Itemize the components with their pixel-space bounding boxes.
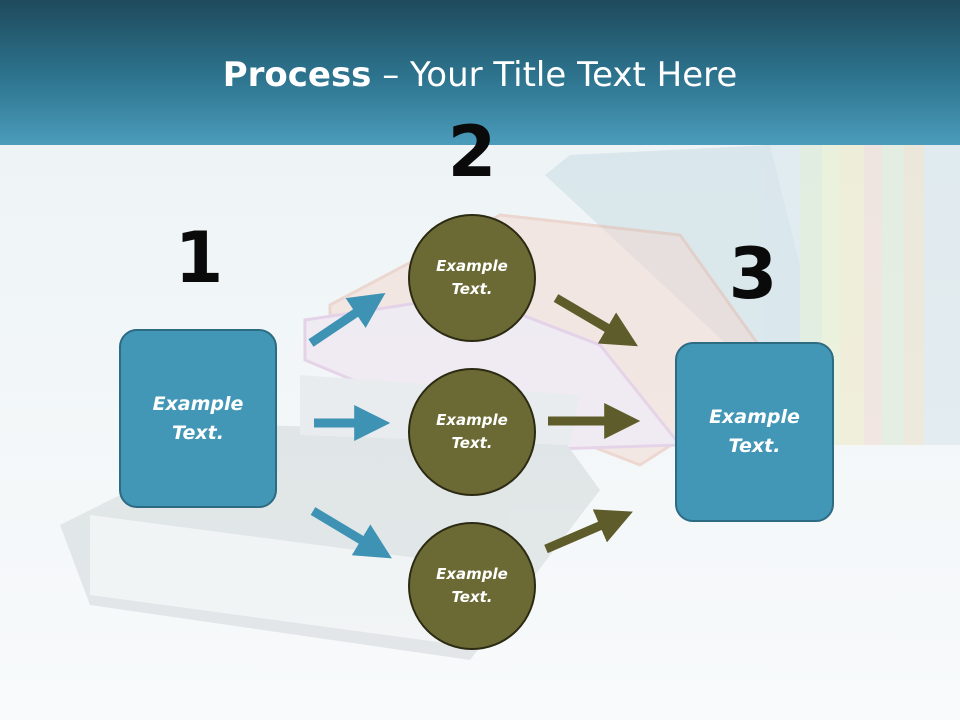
page-title: Process – Your Title Text Here (0, 52, 960, 98)
end-box-line-2: Text. (728, 435, 781, 457)
arrow-from-top-circle (553, 294, 638, 347)
step-number-3: 3 (728, 233, 778, 315)
title-bold: Process (222, 55, 372, 95)
circle-top-line-2: Text. (451, 280, 493, 298)
circle-middle-line-1: Example (436, 411, 508, 429)
step-number-1: 1 (174, 217, 224, 299)
title-banner (0, 0, 960, 145)
arrow-from-bottom-circle (544, 509, 633, 554)
circle-top-line-1: Example (436, 257, 508, 275)
start-box-line-2: Text. (172, 421, 224, 444)
circle-middle-line-2: Text. (451, 434, 493, 452)
start-box-line-1: Example (152, 392, 244, 415)
circle-bottom-line-2: Text. (451, 588, 493, 606)
end-box-line-1: Example (709, 406, 800, 428)
arrow-to-top-circle (308, 292, 386, 347)
step-number-2: 2 (447, 111, 497, 193)
circle-bottom-line-1: Example (436, 565, 508, 583)
arrow-to-bottom-circle (310, 507, 392, 559)
title-rest: – Your Title Text Here (371, 55, 738, 95)
